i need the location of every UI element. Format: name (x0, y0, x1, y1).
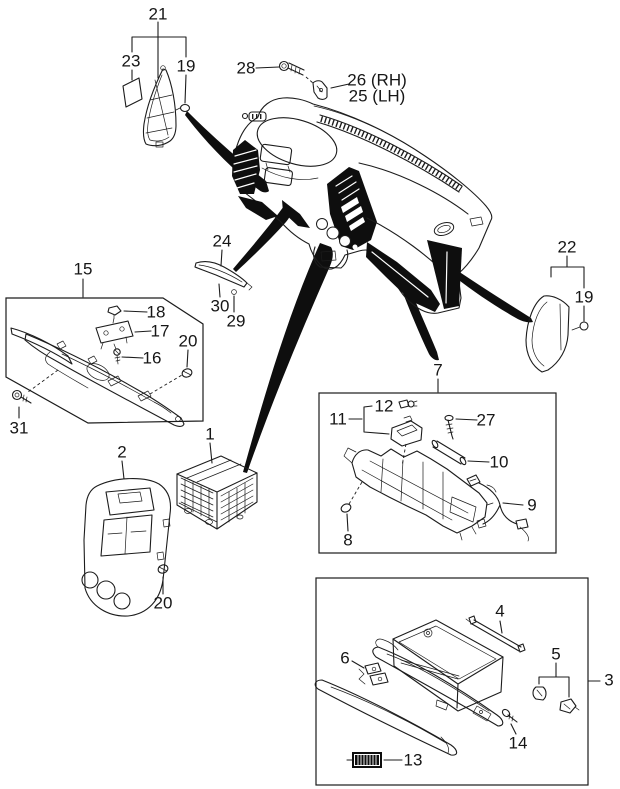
callout-18: 18 (146, 302, 166, 322)
part21-cover (142, 68, 177, 147)
part20b-clip (157, 564, 169, 574)
callout-3: 3 (604, 670, 614, 690)
callout-9: 9 (527, 495, 537, 515)
part2-center-facia-group (81, 460, 172, 617)
callout-14: 14 (508, 733, 528, 753)
callout-6: 6 (340, 648, 350, 668)
callout-20-left: 20 (178, 331, 198, 351)
callout-1: 1 (205, 424, 215, 444)
callout-30: 30 (210, 296, 230, 316)
side-vent (433, 222, 455, 236)
part10-rod (432, 440, 466, 465)
callout-28: 28 (236, 58, 256, 78)
part4-damper-rod (471, 619, 522, 652)
glove-box-inner-cover (372, 646, 504, 727)
callout-22: 22 (557, 237, 577, 257)
callout-11: 11 (329, 409, 347, 429)
center-stack (327, 167, 377, 250)
part18-clip (107, 305, 122, 316)
part22-side-cover-group (525, 255, 589, 373)
callout-13: 13 (403, 750, 423, 770)
part1-duct (176, 455, 258, 530)
box7-lower-panel-group (318, 378, 557, 554)
side-defroster-grille (248, 111, 267, 122)
callout-20-bottom: 20 (153, 593, 173, 613)
left-end-vent (232, 140, 260, 194)
cluster-facia-box (5, 278, 204, 427)
callout-4: 4 (495, 601, 505, 621)
box3-glove-box-group (314, 577, 601, 786)
callout-25-lh: 25 (LH) (348, 86, 406, 106)
part21-side-cover-group (122, 21, 191, 148)
callout-29: 29 (226, 311, 246, 331)
part24-strip (194, 261, 248, 288)
callout-10: 10 (489, 452, 509, 472)
callout-16: 16 (142, 348, 162, 368)
part1-duct-group (176, 442, 258, 530)
right-end-shadow (427, 240, 462, 309)
part23-sticker (122, 77, 143, 108)
part3-glove-box-bin (392, 619, 504, 712)
cluster-hood-opening (256, 117, 338, 167)
callout-2: 2 (117, 442, 127, 462)
part5-stopper-a (532, 686, 547, 701)
fastener28-bracket-group (255, 60, 350, 100)
part24-strip-group (194, 249, 253, 313)
part2-facia (83, 478, 172, 617)
callout-24: 24 (212, 231, 232, 251)
part9-harness-connector (466, 474, 481, 487)
callout-8: 8 (343, 530, 353, 550)
callout-5: 5 (551, 644, 561, 664)
callout-26-rh: 26 (RH) (347, 70, 407, 90)
part19-grommet (179, 103, 191, 113)
callout-7: 7 (433, 360, 443, 380)
defroster-vent-hatch (320, 116, 463, 192)
part25-26-bracket (312, 80, 328, 100)
callout-19-top: 19 (176, 56, 196, 76)
part11-lamp-housing (390, 420, 423, 447)
part19b-grommet (579, 321, 589, 331)
callout-15: 15 (73, 259, 93, 279)
callout-31: 31 (9, 418, 29, 438)
part22-cover (525, 295, 570, 373)
callout-12: 12 (374, 396, 394, 416)
callout-17: 17 (150, 321, 170, 341)
glove-box-outer-cover (314, 679, 458, 756)
part17-bracket (95, 320, 134, 344)
part28-screw (278, 60, 290, 72)
callout-21: 21 (148, 4, 168, 24)
part31-screw (11, 389, 23, 401)
callout-27: 27 (476, 410, 496, 430)
part29-screw (231, 289, 237, 295)
part27-screw (444, 414, 454, 422)
part6-latch (364, 662, 382, 675)
part20a-clip (181, 368, 193, 378)
part8-clip (340, 503, 352, 513)
dashboard-illustration (232, 97, 493, 314)
part7-knee-bolster-frame (351, 448, 488, 534)
part5-stopper-b (559, 698, 577, 714)
callout-19-right: 19 (574, 287, 594, 307)
callout-23: 23 (121, 51, 141, 71)
